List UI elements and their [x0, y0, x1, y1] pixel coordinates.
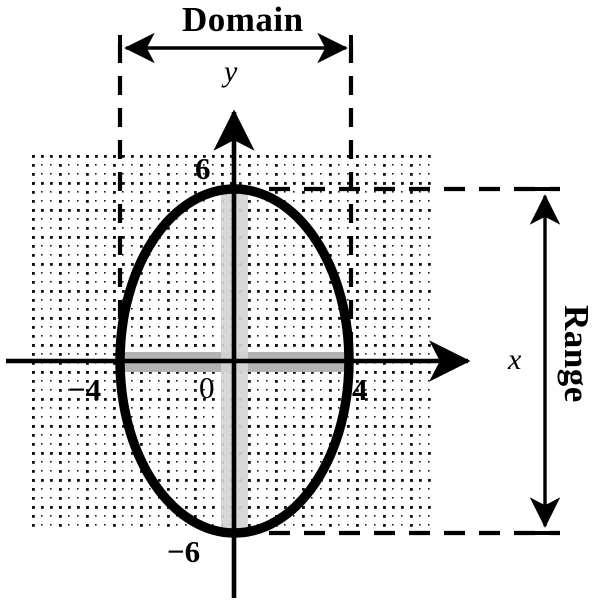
y-axis-label: y	[224, 55, 238, 88]
origin-label: 0	[199, 370, 215, 405]
range-measure	[529, 187, 561, 535]
x-tick-label-4: 4	[352, 372, 368, 407]
x-axis-label: x	[508, 343, 522, 376]
ellipse-curve	[115, 184, 354, 538]
domain-label: Domain	[182, 0, 304, 39]
x-tick-label-minus-4: −4	[68, 372, 102, 407]
y-tick-label-minus-6: −6	[167, 534, 201, 569]
y-tick-label-6: 6	[195, 151, 211, 186]
range-label: Range	[557, 305, 596, 403]
domain-measure	[118, 32, 353, 64]
